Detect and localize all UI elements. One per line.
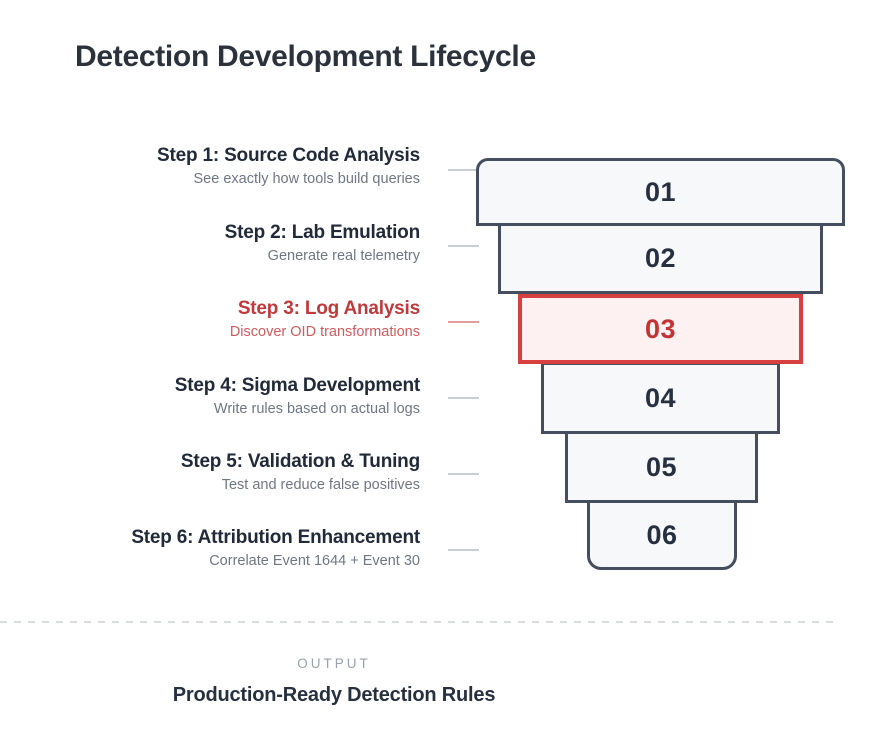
funnel-block-05: 05 [565, 431, 758, 503]
connector-line-1 [448, 169, 479, 171]
funnel-number: 02 [644, 243, 677, 273]
dashed-divider [0, 621, 835, 623]
step-title: Step 3: Log Analysis [237, 298, 420, 319]
funnel-number: 06 [646, 519, 678, 550]
funnel-block-03-highlighted: 03 [518, 294, 803, 364]
funnel-block-01: 01 [476, 158, 845, 226]
funnel-number: 01 [644, 176, 677, 207]
connector-line-6 [448, 549, 479, 551]
step-title: Step 4: Sigma Development [174, 375, 420, 396]
page-title: Detection Development Lifecycle [75, 40, 536, 73]
connector-line-3-highlighted [448, 321, 479, 323]
step-subtitle: See exactly how tools build queries [193, 171, 421, 187]
step-label-1: Step 1: Source Code Analysis See exactly… [60, 143, 420, 190]
step-subtitle: Test and reduce false positives [221, 477, 420, 493]
funnel-block-02: 02 [498, 223, 823, 294]
funnel-block-06: 06 [587, 500, 737, 570]
step-label-6: Step 6: Attribution Enhancement Correlat… [60, 525, 420, 572]
funnel-block-04: 04 [541, 362, 780, 434]
output-section: OUTPUT Production-Ready Detection Rules [0, 656, 668, 707]
step-label-5: Step 5: Validation & Tuning Test and red… [60, 449, 420, 496]
step-label-3-highlighted: Step 3: Log Analysis Discover OID transf… [60, 296, 420, 343]
step-subtitle: Generate real telemetry [267, 248, 420, 264]
step-subtitle: Write rules based on actual logs [213, 401, 420, 417]
step-title: Step 2: Lab Emulation [224, 222, 421, 243]
step-title: Step 1: Source Code Analysis [157, 145, 420, 166]
output-label: OUTPUT [297, 656, 371, 671]
step-title: Step 5: Validation & Tuning [180, 451, 420, 472]
connector-line-5 [448, 473, 479, 475]
step-title: Step 6: Attribution Enhancement [131, 527, 420, 548]
connector-line-4 [448, 397, 479, 399]
step-subtitle: Correlate Event 1644 + Event 30 [209, 553, 420, 569]
funnel-number: 05 [645, 451, 678, 482]
step-label-4: Step 4: Sigma Development Write rules ba… [60, 373, 420, 420]
step-subtitle: Discover OID transformations [229, 324, 420, 340]
output-value: Production-Ready Detection Rules [172, 684, 496, 706]
step-label-2: Step 2: Lab Emulation Generate real tele… [60, 220, 421, 267]
funnel-number: 04 [644, 382, 677, 413]
funnel-number: 03 [644, 313, 677, 344]
connector-line-2 [448, 245, 479, 247]
